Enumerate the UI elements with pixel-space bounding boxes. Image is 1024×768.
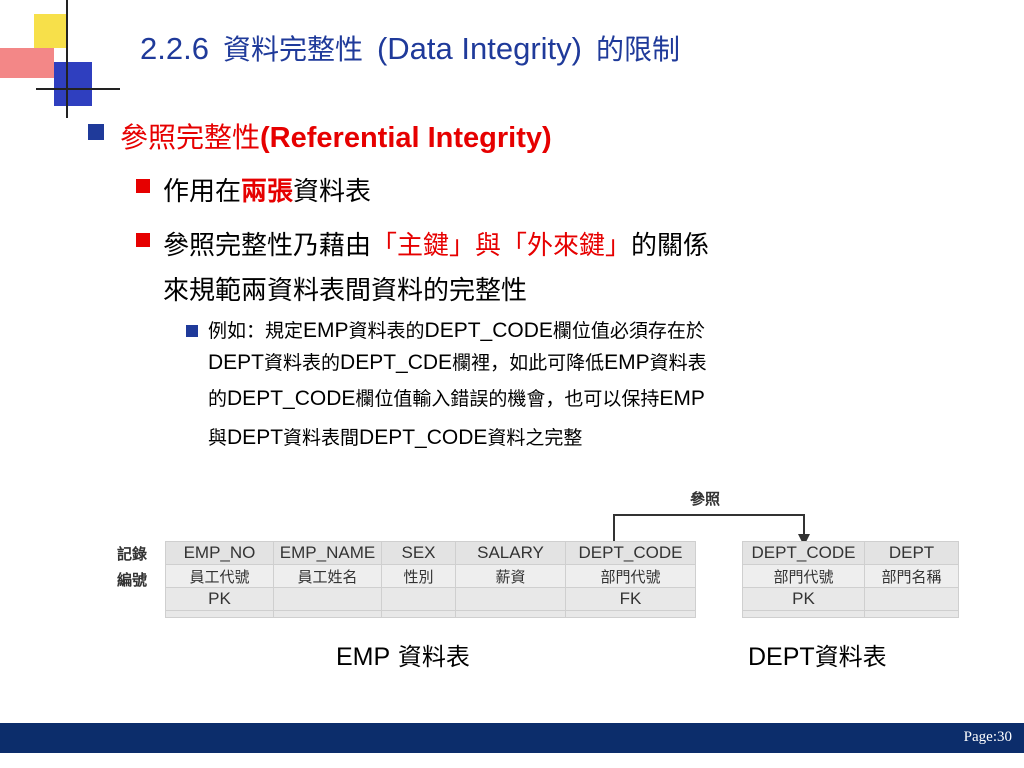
- square-bullet-icon: [88, 124, 104, 140]
- dept-col-cn: 部門名稱: [864, 564, 959, 588]
- square-bullet-icon: [136, 233, 150, 247]
- dept-table-caption: DEPT資料表: [748, 643, 887, 671]
- row-label-record: 記錄: [117, 545, 148, 563]
- page-number: Page:30: [963, 729, 1012, 745]
- dept-table: DEPT_CODE DEPT 部門代號 部門名稱 PK: [742, 541, 959, 618]
- emp-col-cn: 員工代號: [165, 564, 274, 588]
- emp-col-cn: 薪資: [455, 564, 566, 588]
- dept-col-key: [864, 587, 959, 611]
- emp-col-cn: 員工姓名: [273, 564, 382, 588]
- bullet-referential-integrity: 參照完整性(Referential Integrity): [120, 121, 552, 154]
- emp-col-key: PK: [165, 587, 274, 611]
- footer-bar: Page:30: [0, 723, 1024, 753]
- dept-col-header: DEPT: [864, 541, 959, 565]
- bullet-key-relationship-line2: 來規範兩資料表間資料的完整性: [163, 276, 528, 306]
- emp-col-header: EMP_NO: [165, 541, 274, 565]
- square-bullet-icon: [186, 325, 198, 337]
- emp-col-cn: 性別: [381, 564, 456, 588]
- dept-col-cn: 部門代號: [742, 564, 865, 588]
- emp-col-cn: 部門代號: [565, 564, 696, 588]
- emp-col-header: SEX: [381, 541, 456, 565]
- emp-col-key: [273, 587, 382, 611]
- dept-col-header: DEPT_CODE: [742, 541, 865, 565]
- corner-decoration: [0, 0, 120, 130]
- reference-arrow: [613, 514, 810, 546]
- reference-label: 參照: [690, 490, 721, 508]
- emp-col-header: EMP_NAME: [273, 541, 382, 565]
- emp-col-key: [381, 587, 456, 611]
- emp-table-caption: EMP 資料表: [336, 643, 470, 671]
- emp-col-header: DEPT_CODE: [565, 541, 696, 565]
- emp-col-key: FK: [565, 587, 696, 611]
- emp-table: EMP_NO EMP_NAME SEX SALARY DEPT_CODE 員工代…: [165, 541, 696, 618]
- square-bullet-icon: [136, 179, 150, 193]
- dept-col-key: PK: [742, 587, 865, 611]
- example-line-1: 例如：規定EMP資料表的DEPT_CODE欄位值必須存在於: [208, 319, 705, 342]
- row-label-number: 編號: [117, 571, 148, 589]
- bullet-two-tables: 作用在兩張資料表: [163, 177, 372, 207]
- example-line-2: DEPT資料表的DEPT_CDE欄裡，如此可降低EMP資料表: [208, 351, 707, 374]
- example-line-4: 與DEPT資料表間DEPT_CODE資料之完整: [208, 426, 583, 449]
- emp-col-header: SALARY: [455, 541, 566, 565]
- emp-col-key: [455, 587, 566, 611]
- bullet-key-relationship: 參照完整性乃藉由「主鍵」與「外來鍵」的關係: [163, 231, 710, 261]
- example-line-3: 的DEPT_CODE欄位值輸入錯誤的機會，也可以保持EMP: [208, 387, 705, 410]
